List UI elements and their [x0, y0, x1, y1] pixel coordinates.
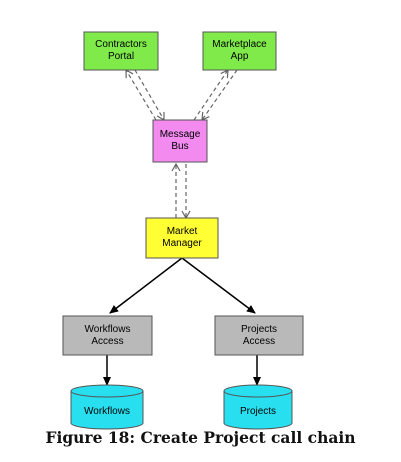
contractors-portal-label-line1: Contractors	[95, 39, 147, 50]
contractors-portal-node: Contractors Portal	[83, 31, 159, 71]
workflows-access-label-line1: Workflows	[85, 324, 131, 335]
dashed-arrow-bus-to-contractors	[125, 68, 157, 121]
dashed-arrow-marketplace-to-bus	[201, 69, 238, 121]
message-bus-label-line1: Message	[160, 129, 201, 140]
projects-access-label-line1: Projects	[241, 324, 277, 335]
figure-caption: Figure 18: Create Project call chain	[45, 428, 356, 447]
arrow-manager-to-workflows-access	[109, 257, 183, 314]
workflows-access-label-line2: Access	[91, 336, 123, 347]
workflows-database-label: Workflows	[84, 406, 130, 417]
marketplace-app-label-line1: Marketplace	[212, 39, 267, 50]
workflows-access-node: Workflows Access	[62, 315, 153, 356]
projects-access-node: Projects Access	[214, 315, 304, 356]
workflows-database-node: Workflows	[70, 384, 144, 430]
arrow-manager-to-projects-access	[181, 257, 256, 314]
market-manager-node: Market Manager	[145, 217, 219, 259]
projects-database-label: Projects	[240, 406, 276, 417]
marketplace-app-label-line2: App	[231, 51, 249, 62]
projects-database-node: Projects	[223, 384, 293, 430]
market-manager-label-line2: Manager	[162, 238, 202, 249]
message-bus-node: Message Bus	[152, 119, 208, 163]
contractors-portal-label-line2: Portal	[108, 51, 134, 62]
dashed-arrow-bus-to-marketplace	[193, 68, 229, 121]
market-manager-label-line1: Market	[167, 226, 198, 237]
message-bus-label-line2: Bus	[171, 141, 188, 152]
projects-access-label-line2: Access	[243, 336, 275, 347]
marketplace-app-node: Marketplace App	[202, 31, 277, 71]
dashed-arrow-contractors-to-bus	[134, 69, 165, 122]
